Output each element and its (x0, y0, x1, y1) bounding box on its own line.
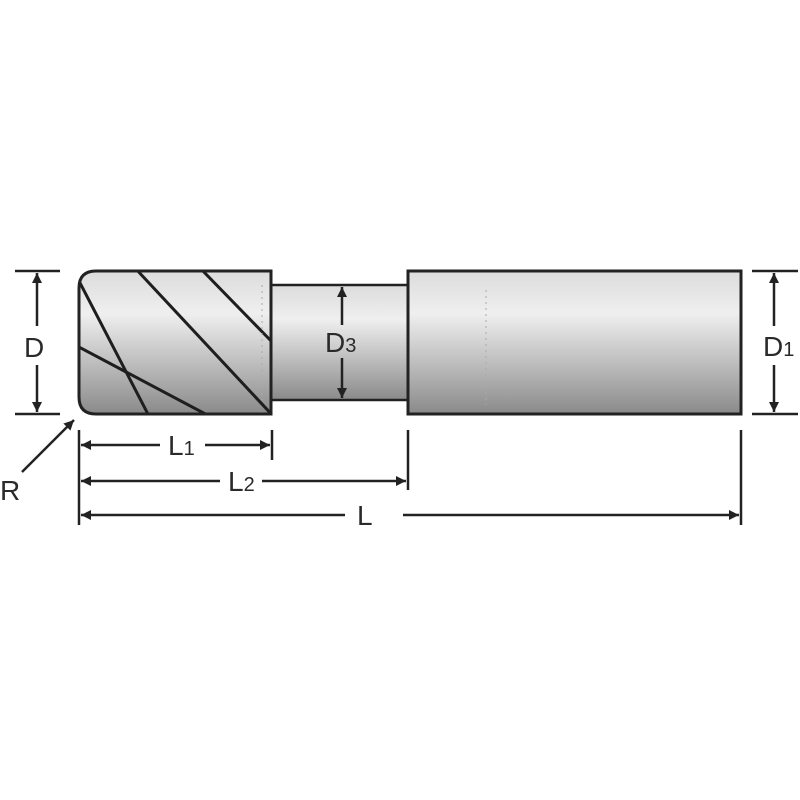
neck (269, 283, 410, 402)
helical-flutes (79, 271, 271, 414)
dimension-D (15, 269, 60, 416)
cutting-head (77, 269, 273, 416)
shank (406, 269, 743, 416)
label-R: R (0, 475, 20, 506)
label-D1: D1 (763, 331, 794, 362)
extension-lines (77, 430, 743, 525)
dimension-D1 (752, 269, 798, 416)
label-D3: D3 (325, 327, 356, 358)
label-L: L (357, 500, 373, 531)
dimension-R (21, 419, 75, 473)
label-L2: L2 (228, 466, 255, 497)
label-D: D (24, 332, 44, 363)
label-L1: L1 (168, 430, 195, 461)
